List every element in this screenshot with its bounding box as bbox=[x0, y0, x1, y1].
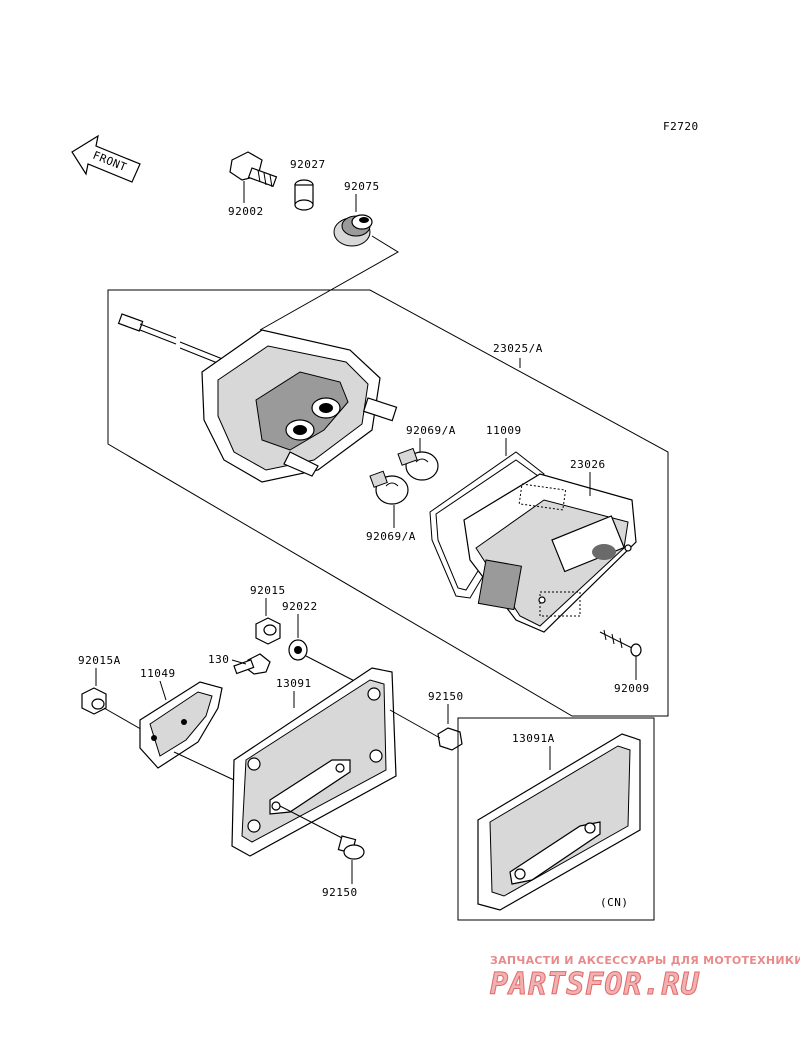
label-92150-bottom: 92150 bbox=[322, 886, 358, 899]
front-arrow-icon: FRONT bbox=[71, 134, 141, 183]
label-92015: 92015 bbox=[250, 584, 286, 597]
collar-92027[interactable] bbox=[294, 179, 314, 211]
label-92075: 92075 bbox=[344, 180, 380, 193]
label-92069A-bottom: 92069/A bbox=[366, 530, 416, 543]
bolt-92150-bottom[interactable] bbox=[279, 805, 365, 860]
label-92022: 92022 bbox=[282, 600, 318, 613]
label-92069A-top: 92069/A bbox=[406, 424, 456, 437]
plate-holder-13091[interactable] bbox=[231, 667, 397, 857]
wire-harness[interactable] bbox=[117, 313, 231, 369]
grommet-92075[interactable] bbox=[333, 214, 373, 247]
label-cn: (CN) bbox=[600, 896, 629, 909]
label-92027: 92027 bbox=[290, 158, 326, 171]
screw-92009[interactable] bbox=[599, 629, 642, 657]
bolt-92002[interactable] bbox=[229, 151, 278, 188]
gasket-11009[interactable] bbox=[429, 451, 545, 599]
label-23025A: 23025/A bbox=[493, 342, 543, 355]
bulb-92069A-top[interactable] bbox=[397, 447, 439, 481]
plate-holder-13091A[interactable] bbox=[477, 733, 641, 911]
nut-92015A[interactable] bbox=[81, 687, 107, 715]
tail-light-housing[interactable] bbox=[201, 329, 398, 483]
variant-box-13091A bbox=[457, 717, 655, 921]
label-130: 130 bbox=[208, 653, 229, 666]
bolt-92150-right[interactable] bbox=[389, 709, 463, 751]
label-92015A: 92015A bbox=[78, 654, 121, 667]
figure-code: F2720 bbox=[663, 120, 699, 133]
bolt-130[interactable] bbox=[233, 653, 271, 675]
label-11049: 11049 bbox=[140, 667, 176, 680]
nut-92015[interactable] bbox=[255, 617, 281, 645]
label-13091A: 13091A bbox=[512, 732, 555, 745]
label-13091: 13091 bbox=[276, 677, 312, 690]
washer-92022[interactable] bbox=[288, 639, 308, 661]
label-23026: 23026 bbox=[570, 458, 606, 471]
label-11009: 11009 bbox=[486, 424, 522, 437]
bulb-92069A-bottom[interactable] bbox=[369, 470, 409, 505]
watermark-tagline: ЗАПЧАСТИ И АКСЕССУАРЫ ДЛЯ МОТОТЕХНИКИ bbox=[490, 954, 800, 967]
label-92009: 92009 bbox=[614, 682, 650, 695]
lens-23026[interactable] bbox=[463, 473, 637, 633]
watermark-brand: PARTSFOR.RU bbox=[490, 967, 700, 1002]
assembly-outline-23025A bbox=[107, 289, 669, 717]
label-92150-right: 92150 bbox=[428, 690, 464, 703]
bracket-11049[interactable] bbox=[139, 681, 223, 769]
label-92002: 92002 bbox=[228, 205, 264, 218]
